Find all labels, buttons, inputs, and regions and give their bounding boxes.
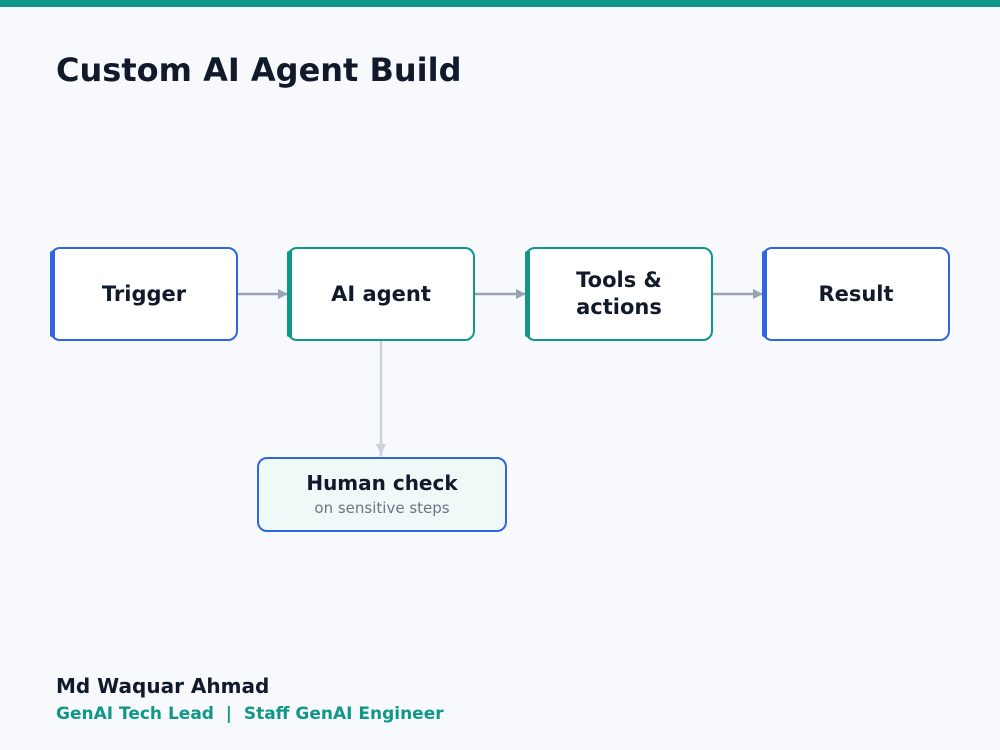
node-ai-agent-label: AI agent [331,281,431,306]
author-name: Md Waquar Ahmad [56,674,270,698]
node-tools-actions-label: Tools & actions [576,268,662,319]
node-accent-stripe [50,251,55,337]
page-title: Custom AI Agent Build [56,51,462,89]
node-accent-stripe [287,251,292,337]
node-trigger: Trigger [50,247,238,341]
node-result: Result [762,247,950,341]
arrow-agent-to-human-check-head [376,444,386,455]
node-tools-actions: Tools & actions [525,247,713,341]
node-accent-stripe [762,251,767,337]
node-accent-stripe [525,251,530,337]
node-ai-agent: AI agent [287,247,475,341]
node-result-label: Result [818,281,894,306]
top-accent-bar [0,0,1000,7]
node-trigger-label: Trigger [101,281,187,306]
node-human-check: Human check on sensitive steps [257,457,507,532]
author-role: GenAI Tech Lead | Staff GenAI Engineer [56,704,444,724]
human-check-title: Human check [306,471,458,495]
human-check-subtitle: on sensitive steps [314,499,450,517]
